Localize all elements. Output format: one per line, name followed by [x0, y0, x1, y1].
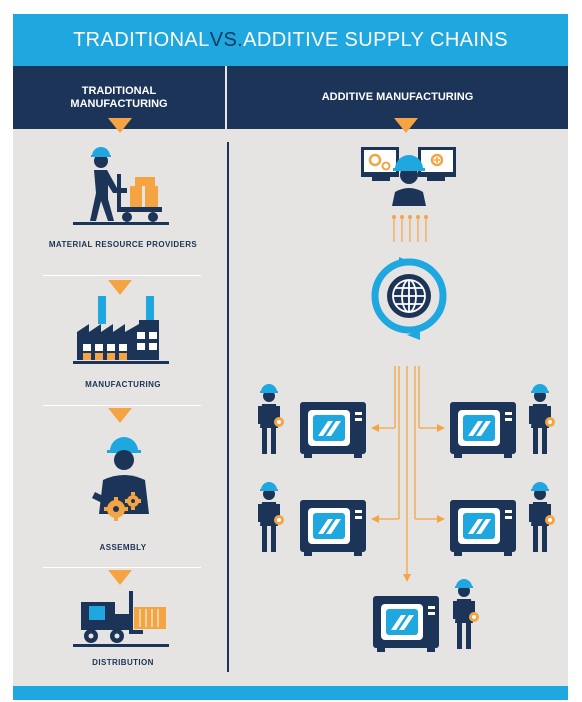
- traditional-header-label: TRADITIONAL MANUFACTURING: [70, 84, 168, 110]
- column-divider: [227, 142, 229, 672]
- worker-with-cart-icon: [73, 147, 169, 225]
- 3d-printer-with-operator-icon: [258, 482, 366, 556]
- 3d-printer-with-operator-icon: [258, 384, 366, 458]
- 3d-printer-with-operator-icon: [450, 384, 555, 458]
- title-part-1: TRADITIONAL: [73, 28, 210, 51]
- page-title: TRADITIONAL VS. ADDITIVE SUPPLY CHAINS: [13, 14, 568, 66]
- forklift-icon: [73, 591, 169, 647]
- step-label-manufacturing: MANUFACTURING: [85, 380, 161, 389]
- step-separator: [43, 405, 201, 406]
- step-label-distribution: DISTRIBUTION: [92, 658, 154, 667]
- 3d-printer-with-operator-icon: [450, 482, 555, 556]
- footer-bar: [13, 686, 568, 700]
- diagram-artwork: [73, 118, 555, 652]
- designer-connector-lines: [392, 215, 428, 242]
- worker-with-gears-icon: [92, 437, 149, 521]
- additive-header-label: ADDITIVE MANUFACTURING: [321, 91, 474, 103]
- title-part-2: ADDITIVE SUPPLY CHAINS: [243, 28, 508, 51]
- step-separator: [43, 275, 201, 276]
- infographic-frame: TRADITIONAL VS. ADDITIVE SUPPLY CHAINS T…: [13, 14, 568, 700]
- step-label-material: MATERIAL RESOURCE PROVIDERS: [48, 240, 198, 249]
- distribution-lines: [377, 366, 437, 574]
- 3d-printer-with-operator-icon: [373, 579, 479, 652]
- step-separator: [43, 567, 201, 568]
- globe-network-icon: [371, 257, 447, 340]
- header-gap: [225, 66, 227, 129]
- title-vs: VS.: [209, 28, 244, 51]
- step-label-assembly: ASSEMBLY: [99, 543, 147, 552]
- factory-icon: [73, 296, 169, 364]
- designer-with-monitors-icon: [361, 147, 456, 206]
